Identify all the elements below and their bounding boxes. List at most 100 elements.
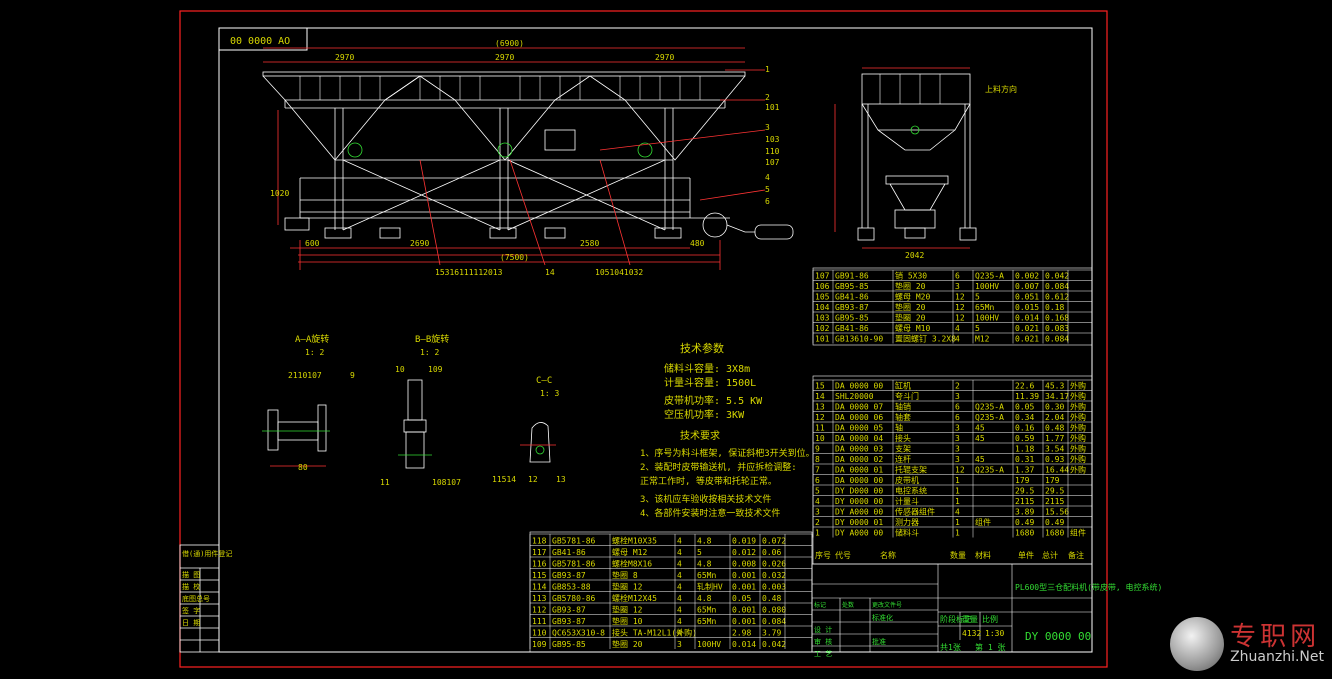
bom-header-cell: 材料 [975, 550, 991, 560]
table-cell: 垫圈 10 [612, 616, 643, 626]
part-no-4: 4 [765, 173, 770, 182]
title-row-3: 工 艺 [814, 650, 832, 658]
table-cell: 65Mn [697, 606, 716, 615]
left-block-2: 描 图 [182, 570, 200, 579]
table-cell: 0.051 [1015, 293, 1039, 302]
table-cell: 轧制HV [697, 582, 723, 592]
detail-a-scale: 1: 2 [305, 348, 324, 357]
detail-c-title: C—C [536, 376, 552, 386]
table-cell: 电控系统 [895, 486, 927, 496]
table-cell: 垫圈 12 [612, 605, 643, 615]
detail-a-drawing [262, 404, 330, 467]
tech-req-2: 2、装配时皮带输送机, 并应拆检调整: [640, 461, 797, 473]
table-cell: 轴销 [895, 402, 911, 412]
table-cell: 0.008 [732, 560, 756, 569]
table-cell: 0.05 [1015, 403, 1034, 412]
title-code: DY 0000 00 [1025, 630, 1091, 643]
table-cell: 螺栓M8X16 [612, 559, 652, 569]
table-cell: 12 [955, 466, 965, 475]
table-cell: 0.019 [732, 537, 756, 546]
table-cell: 106 [815, 282, 830, 291]
detail-b-num-3: 11 [380, 478, 390, 487]
table-cell: 12 [955, 293, 965, 302]
table-cell: 112 [532, 606, 547, 615]
table-cell: 3.79 [762, 629, 781, 638]
table-cell: 3 [955, 455, 960, 464]
table-cell: 计量斗 [895, 496, 919, 506]
table-cell: 4 [955, 324, 960, 333]
table-cell: 3 [677, 640, 682, 649]
table-cell: 103 [815, 314, 830, 323]
table-cell: 1 [955, 476, 960, 485]
left-block-1: 借(通)用件登记 [182, 549, 232, 558]
table-cell: 接头 TA-M12L1(外购) [612, 628, 697, 638]
table-cell: 3 [955, 392, 960, 401]
table-cell: 1 [815, 529, 820, 538]
detail-c-scale: 1: 3 [540, 389, 559, 398]
detail-a-title: A—A旋转 [295, 333, 329, 345]
dim-bottom-3: (7500) [500, 253, 529, 262]
table-cell: 102 [815, 324, 830, 333]
title-approve: 批准 [872, 637, 886, 646]
table-cell: 支架 [895, 444, 911, 454]
front-view [262, 47, 794, 270]
table-cell: 传感器组件 [895, 507, 935, 517]
title-weight: 重量 [962, 614, 978, 624]
table-cell: 0.007 [1015, 282, 1039, 291]
table-cell: 外购 [1070, 454, 1086, 464]
table-cell: 置固螺钉 3.2X8 [895, 334, 956, 344]
table-cell: 5 [697, 548, 702, 557]
table-cell: 储料斗 [895, 528, 919, 538]
table-cell: GB93-87 [552, 571, 586, 580]
table-cell: 104 [815, 303, 830, 312]
table-cell: 4 [677, 583, 682, 592]
table-cell: 10 [815, 434, 825, 443]
table-cell: 1.77 [1045, 434, 1064, 443]
table-cell: DA 0000 04 [835, 434, 883, 443]
table-cell: 0.072 [762, 537, 786, 546]
table-cell: 0.18 [1045, 303, 1064, 312]
table-cell: 7 [815, 466, 820, 475]
dim-top-2: 2970 [495, 53, 514, 62]
table-cell: 0.021 [1015, 324, 1039, 333]
table-cell: 4.8 [697, 537, 712, 546]
bom-header: 序号代号名称数量材料单件总计备注 [815, 550, 1084, 560]
table-cell: DA 0000 00 [835, 476, 883, 485]
table-cell: GB91-86 [835, 272, 869, 281]
table-cell: 0.021 [1015, 335, 1039, 344]
table-cell: 15 [815, 382, 825, 391]
table-cell: 115 [532, 571, 547, 580]
side-view-dim: 2042 [905, 251, 924, 260]
table-cell: 65Mn [697, 617, 716, 626]
table-cell: 外购 [1070, 433, 1086, 443]
table-cell: DA 0000 03 [835, 445, 883, 454]
table-cell: 110 [532, 629, 547, 638]
table-cell: Q235-A [975, 403, 1004, 412]
table-cell: 测力器 [895, 517, 919, 527]
table-cell: DA 0000 00 [835, 382, 883, 391]
title-scale-label: 比例 [982, 614, 998, 624]
table-cell: 0.032 [762, 571, 786, 580]
table-cell: DA 0000 02 [835, 455, 883, 464]
table-cell: 垫圈 20 [895, 302, 926, 312]
table-cell: 6 [955, 272, 960, 281]
leader-label-2: 14 [545, 268, 555, 277]
table-cell: 179 [1015, 476, 1030, 485]
table-cell: 2 [815, 518, 820, 527]
table-cell: 垫圈 20 [895, 281, 926, 291]
table-cell: 1680 [1045, 529, 1064, 538]
title-row-2: 审 核 [814, 637, 832, 646]
title-name: PL600型三仓配料机(带皮带, 电控系统) [1015, 582, 1162, 592]
table-cell: 2 [955, 382, 960, 391]
table-cell: 105 [815, 293, 830, 302]
tech-params-title: 技术参数 [680, 341, 724, 355]
dim-top-1: 2970 [335, 53, 354, 62]
table-cell: 118 [532, 537, 547, 546]
part-no-110: 110 [765, 147, 780, 156]
table-cell: 0.05 [732, 594, 751, 603]
table-cell: GB95-85 [835, 314, 869, 323]
table-cell: 4 [955, 508, 960, 517]
table-cell: 0.168 [1045, 314, 1069, 323]
table-cell: GB5781-86 [552, 560, 596, 569]
